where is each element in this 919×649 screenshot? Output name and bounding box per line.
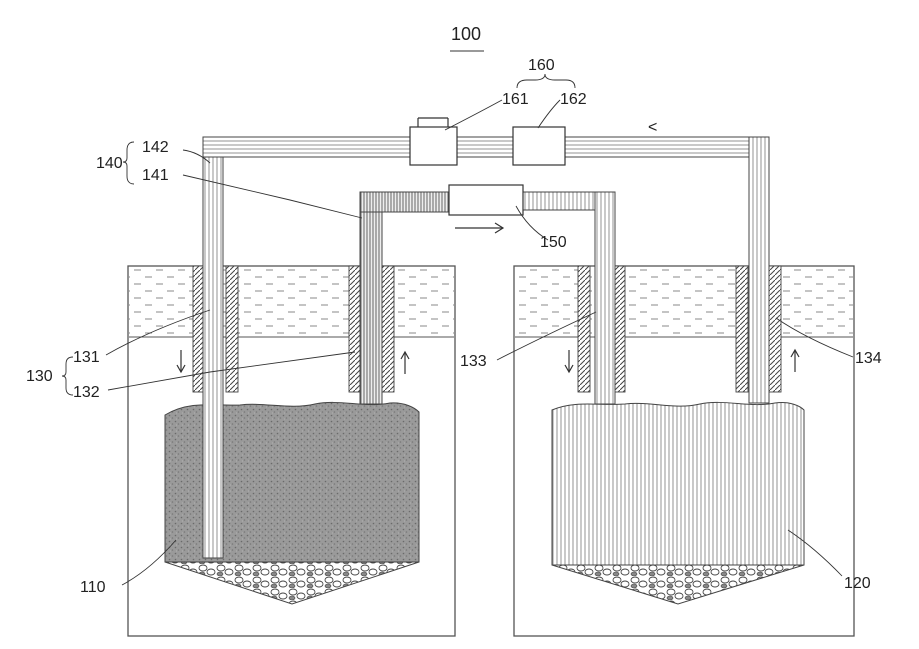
label-131: 131	[73, 349, 100, 366]
label-141: 141	[142, 167, 169, 184]
label-161: 161	[502, 91, 529, 108]
right-tank	[514, 266, 854, 636]
label-132: 132	[73, 384, 100, 401]
label-120: 120	[844, 575, 871, 592]
label-162: 162	[560, 91, 587, 108]
sleeve-133-left	[578, 266, 590, 392]
right-fiber-body-120	[552, 402, 804, 565]
sleeve-131-right	[226, 266, 238, 392]
sleeve-132-left	[349, 266, 361, 392]
sleeve-134-right	[769, 266, 781, 392]
label-100: 100	[451, 24, 481, 44]
top-flow-arrow: <	[648, 119, 657, 136]
label-140: 140	[96, 155, 123, 172]
sleeve-132-right	[382, 266, 394, 392]
sleeve-134-left	[736, 266, 748, 392]
label-150: 150	[540, 234, 567, 251]
device-162	[513, 127, 565, 165]
label-160: 160	[528, 57, 555, 74]
label-142: 142	[142, 139, 169, 156]
label-133: 133	[460, 353, 487, 370]
device-161	[410, 118, 457, 165]
left-water-layer	[129, 267, 454, 337]
right-flow-arrow-icon	[455, 223, 503, 233]
label-110: 110	[80, 579, 106, 596]
device-150	[449, 185, 523, 215]
label-130: 130	[26, 368, 53, 385]
label-134: 134	[855, 350, 882, 367]
